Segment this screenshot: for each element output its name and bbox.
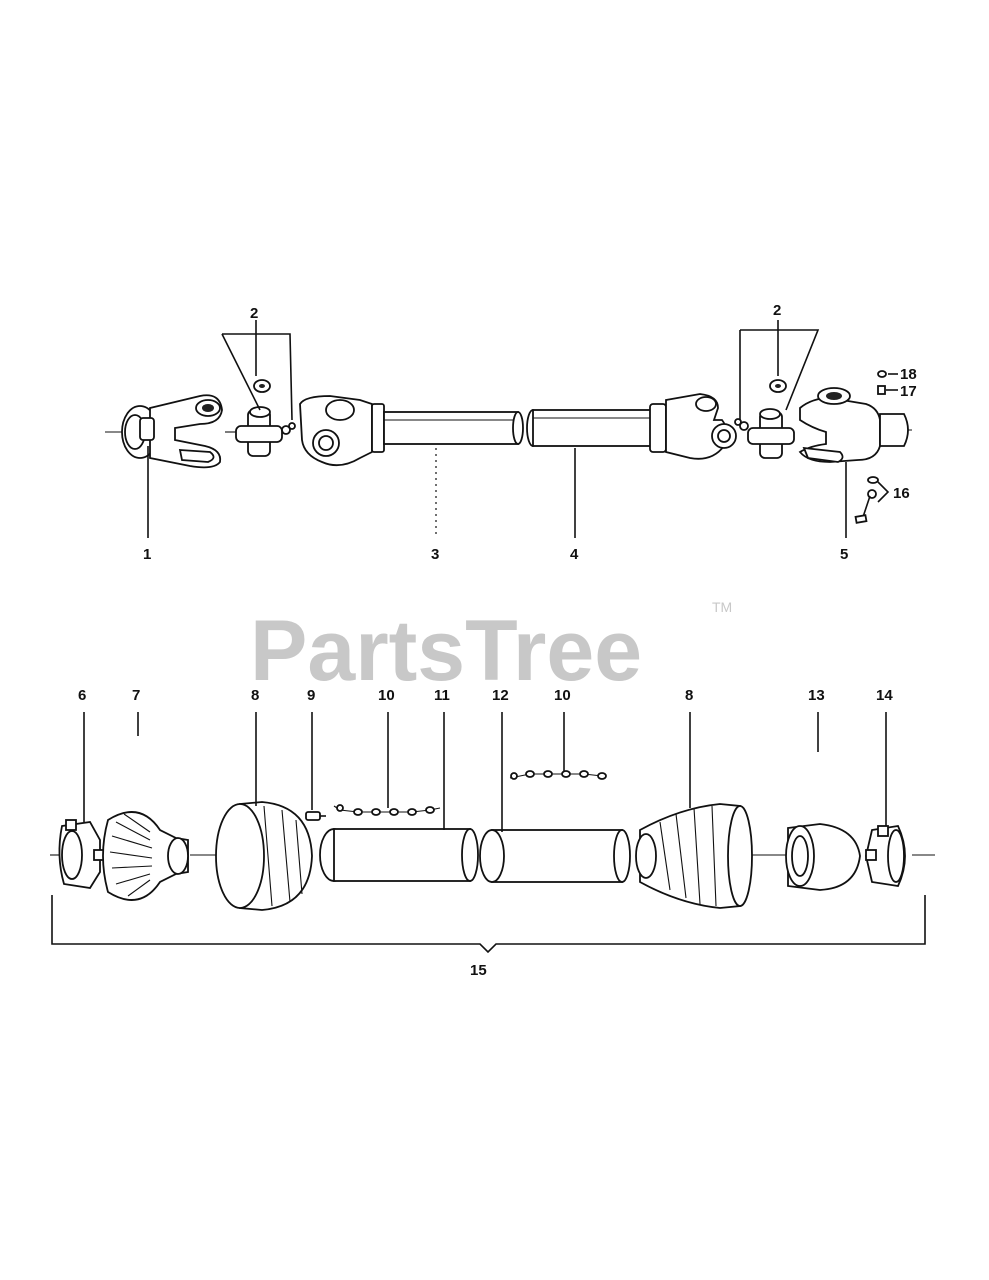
leader-2-left (221, 320, 293, 421)
watermark-logo: PartsTree (250, 603, 642, 699)
part-9-screw[interactable] (305, 811, 326, 821)
callout-18: 18 (900, 366, 917, 383)
callout-10-right: 10 (554, 687, 571, 704)
part-10-chain-left[interactable] (333, 804, 441, 816)
part-4-inner-half[interactable] (526, 393, 737, 460)
part-2-cross-kit-left[interactable] (225, 379, 296, 457)
callout-2-right: 2 (773, 302, 781, 319)
callout-1: 1 (143, 546, 151, 563)
part-8-bell-right[interactable] (635, 803, 753, 909)
bracket-15 (51, 895, 926, 954)
part-8-bell-left[interactable] (215, 801, 313, 911)
part-12-guard-tube[interactable] (479, 829, 631, 883)
callout-13: 13 (808, 687, 825, 704)
callout-5: 5 (840, 546, 848, 563)
callout-8-right: 8 (685, 687, 693, 704)
part-3-outer-half[interactable] (299, 395, 524, 467)
part-7-cone[interactable] (102, 811, 189, 901)
callout-7: 7 (132, 687, 140, 704)
callout-8-left: 8 (251, 687, 259, 704)
callout-11: 11 (434, 687, 450, 704)
part-1-yoke[interactable] (121, 394, 223, 469)
callout-9: 9 (307, 687, 315, 704)
hardware-16-17-18[interactable] (854, 370, 887, 524)
part-10-chain-right[interactable] (509, 770, 607, 780)
callout-16: 16 (893, 485, 910, 502)
part-5-yoke[interactable] (798, 387, 909, 463)
leader-2-right (739, 320, 820, 420)
callout-12: 12 (492, 687, 509, 704)
callout-2-left: 2 (250, 305, 258, 322)
part-14-bearing-ring[interactable] (865, 825, 906, 887)
part-2-cross-kit-right[interactable] (734, 379, 795, 459)
callout-14: 14 (876, 687, 893, 704)
part-6-bearing-ring[interactable] (58, 819, 105, 889)
part-13-cone[interactable] (785, 823, 861, 891)
callout-3: 3 (431, 546, 439, 563)
callout-10-left: 10 (378, 687, 395, 704)
callout-17: 17 (900, 383, 917, 400)
callout-6: 6 (78, 687, 86, 704)
callout-4: 4 (570, 546, 579, 563)
leader-16 (877, 481, 890, 503)
top-assembly: 1 2 3 4 2 5 18 17 16 (105, 302, 917, 563)
watermark-trademark: TM (712, 599, 732, 615)
callout-15: 15 (470, 962, 487, 979)
bottom-assembly: 6 7 8 9 10 11 12 10 8 13 14 15 (50, 687, 935, 979)
part-11-guard-tube[interactable] (319, 828, 479, 882)
